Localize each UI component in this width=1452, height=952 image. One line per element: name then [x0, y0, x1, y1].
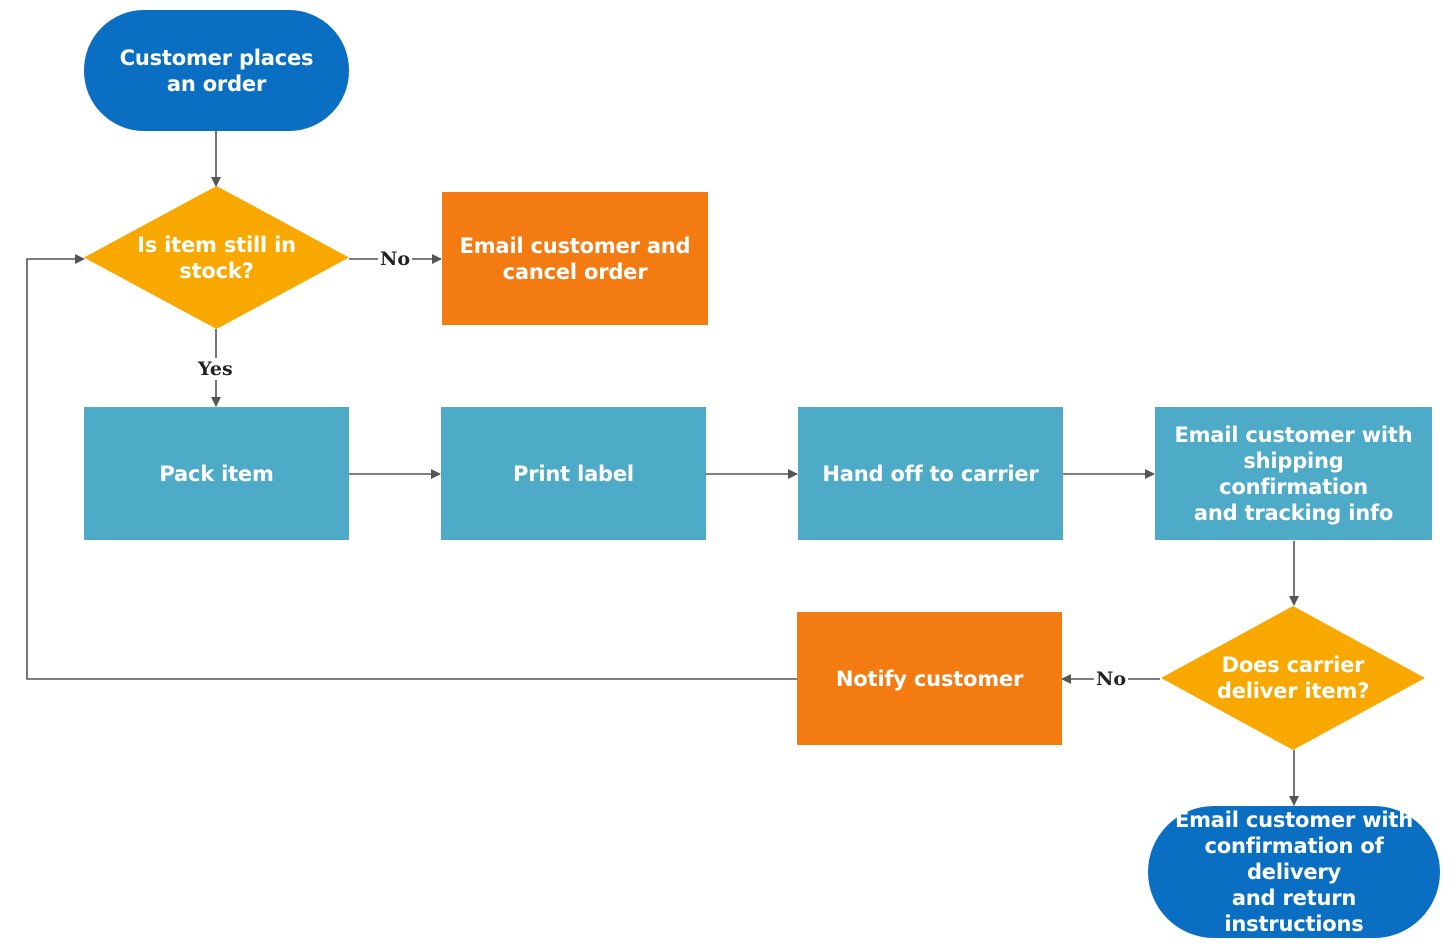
end-node-label: Email customer with confirmation of deli… [1174, 808, 1414, 936]
edge-notify-to-stock-check [26, 254, 797, 680]
notify-customer-label: Notify customer [835, 666, 1024, 691]
pack-item-label: Pack item [159, 461, 274, 486]
cancel-order-node: Email customer and cancel order [442, 192, 708, 325]
print-label-node: Print label [441, 407, 706, 540]
shipping-email-label: Email customer with shipping confirmatio… [1174, 422, 1413, 525]
end-node: Email customer with confirmation of deli… [1148, 806, 1440, 938]
edge-label-stock-no: No [378, 248, 413, 270]
edge-label-stock-yes: Yes [196, 358, 235, 380]
stock-check-diamond [84, 186, 349, 329]
notify-customer-node: Notify customer [797, 612, 1062, 745]
hand-off-label: Hand off to carrier [822, 461, 1039, 486]
hand-off-node: Hand off to carrier [798, 407, 1063, 540]
delivery-check-decision: Does carrier deliver item? [1161, 606, 1425, 750]
shipping-email-node: Email customer with shipping confirmatio… [1155, 407, 1432, 540]
print-label-label: Print label [513, 461, 634, 486]
pack-item-node: Pack item [84, 407, 349, 540]
delivery-check-diamond [1161, 606, 1425, 750]
edge-label-delivery-no: No [1094, 668, 1129, 690]
start-node-label: Customer places an order [119, 45, 314, 96]
delivery-check-label: Does carrier deliver item? [1216, 653, 1370, 703]
stock-check-decision: Is item still in stock? [84, 186, 349, 329]
stock-check-label: Is item still in stock? [137, 232, 296, 283]
cancel-order-label: Email customer and cancel order [459, 233, 691, 284]
start-node: Customer places an order [84, 10, 349, 131]
